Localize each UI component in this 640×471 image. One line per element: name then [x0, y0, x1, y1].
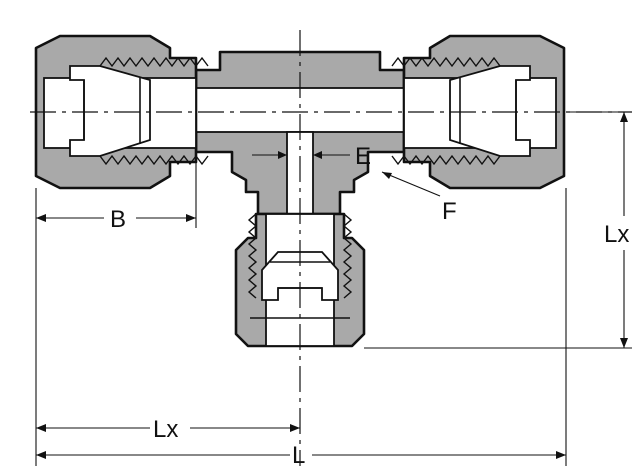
right-ferrule	[449, 65, 531, 157]
label-b: B	[110, 206, 126, 233]
label-lx-right: Lx	[604, 221, 629, 248]
dimension-l: L	[36, 188, 567, 469]
label-e: E	[355, 143, 371, 170]
dim-lx-h-arrowhead-right	[290, 424, 300, 432]
dim-b-arrowhead-right	[186, 214, 196, 222]
dimension-lx-vertical: Lx	[364, 111, 632, 349]
dim-l-arrowhead-left	[36, 451, 46, 459]
dimension-b: B	[35, 162, 197, 233]
label-lx-bottom: Lx	[153, 416, 178, 443]
leader-f-arrowhead	[382, 172, 392, 179]
dim-e-arrowhead-right	[313, 151, 322, 159]
left-thread-bottom	[99, 154, 209, 166]
bottom-thread-right	[342, 213, 353, 299]
right-thread-bottom	[391, 154, 501, 166]
left-thread-top	[99, 56, 209, 68]
bottom-thread-left	[247, 213, 258, 299]
dim-lx-h-arrowhead-left	[36, 424, 46, 432]
dim-l-arrowhead-right	[556, 451, 566, 459]
leader-f-line	[381, 171, 441, 197]
left-ferrule	[69, 65, 151, 157]
dim-lx-v-arrowhead-top	[620, 112, 628, 122]
dimension-lx-horizontal: Lx	[35, 228, 300, 466]
dim-lx-v-arrowhead-bottom	[620, 338, 628, 348]
label-f: F	[442, 198, 457, 225]
dimension-e: E	[252, 143, 371, 170]
dim-e-arrowhead-left	[278, 151, 287, 159]
leader-f: F	[381, 171, 457, 225]
dim-b-arrowhead-left	[36, 214, 46, 222]
right-thread-top	[391, 56, 501, 68]
label-l: L	[292, 442, 305, 469]
